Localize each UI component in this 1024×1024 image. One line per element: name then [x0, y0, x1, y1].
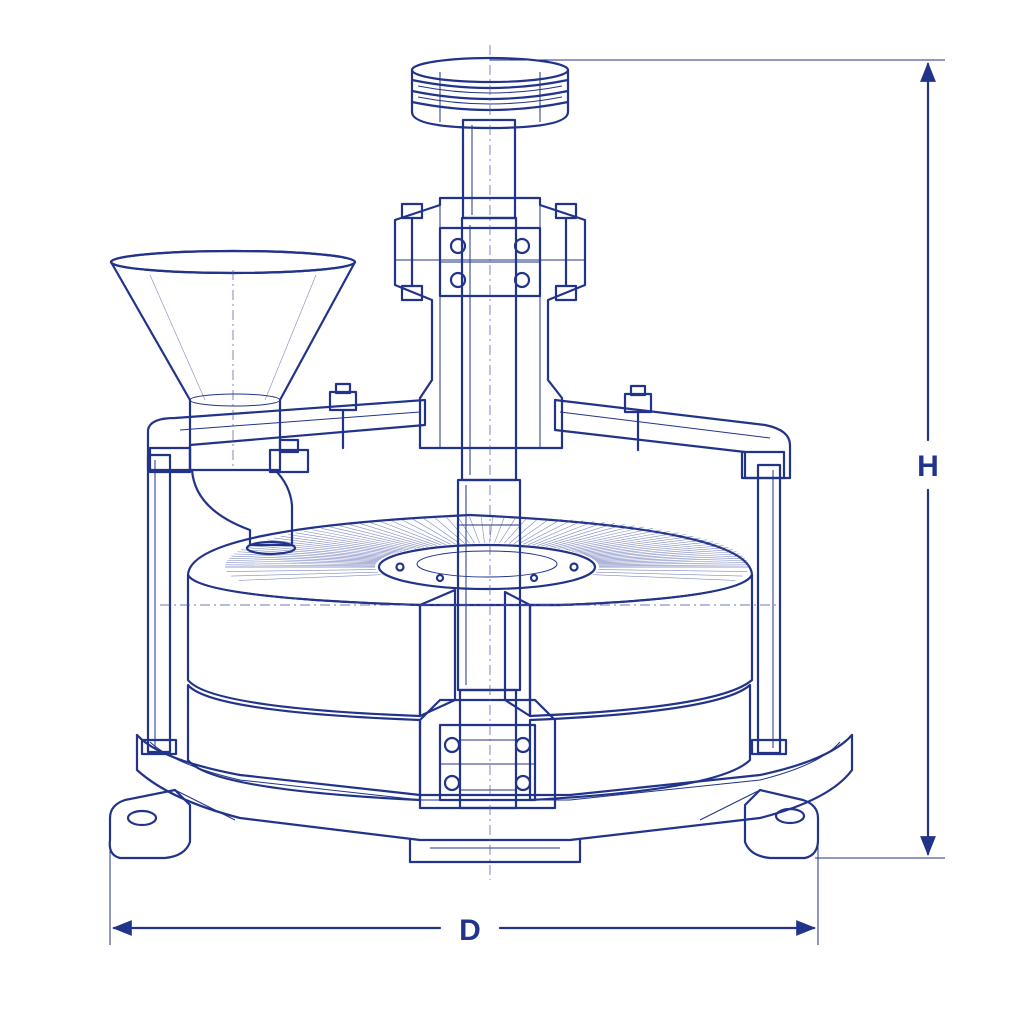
dressing-groove — [379, 521, 442, 546]
dressing-groove — [238, 574, 381, 581]
dressing-groove — [312, 529, 413, 550]
dressing-groove — [596, 555, 743, 563]
dressing-groove — [241, 549, 382, 559]
dressing-groove — [250, 545, 386, 558]
dressing-groove — [537, 522, 605, 546]
dressing-groove — [595, 553, 740, 562]
dressing-groove — [580, 539, 707, 555]
dressing-groove — [287, 534, 402, 552]
dressing-groove — [359, 523, 433, 547]
dressing-groove — [489, 516, 494, 544]
mounting-foot-right — [699, 788, 820, 860]
dressing-groove — [568, 532, 679, 551]
dressing-groove — [561, 529, 662, 550]
dressing-groove — [598, 560, 747, 565]
dressing-groove — [226, 569, 376, 572]
dressing-groove — [229, 557, 377, 564]
dressing-groove — [469, 517, 480, 544]
dressing-groove — [572, 534, 687, 552]
dressing-groove — [593, 574, 736, 581]
dressing-groove — [226, 562, 376, 566]
dressing-groove — [494, 517, 505, 544]
bridge-bolt-left — [328, 382, 358, 450]
centerlines — [160, 45, 780, 880]
dressing-groove — [553, 526, 644, 549]
dressing-groove — [598, 564, 749, 567]
dressing-groove — [321, 528, 417, 549]
dressing-groove — [578, 537, 701, 554]
dressing-groove — [541, 523, 615, 547]
dressing-groove — [549, 525, 635, 548]
dressing-groove — [480, 516, 485, 544]
dressing-groove — [528, 520, 584, 545]
diameter-dimension-label: D — [459, 914, 481, 947]
dressing-groove — [593, 551, 737, 560]
dressing-groove — [369, 522, 437, 546]
dressing-groove — [588, 545, 724, 558]
dressing-groove — [499, 517, 517, 544]
dressing-groove — [598, 562, 748, 566]
dressing-groove — [280, 535, 399, 553]
housing-bolt-left — [400, 202, 424, 302]
support-post-left — [140, 453, 178, 756]
dressing-groove — [518, 518, 562, 545]
dressing-groove — [423, 518, 461, 544]
dressing-groove — [565, 530, 671, 551]
diameter-dimension: D — [109, 835, 819, 947]
dressing-groove — [261, 541, 391, 556]
dressing-groove — [596, 571, 743, 577]
dressing-groove — [295, 532, 406, 551]
dressing-groove — [231, 555, 378, 563]
dressing-groove — [273, 537, 396, 554]
dressing-groove — [532, 521, 595, 546]
dressing-groove — [303, 530, 409, 551]
dressing-groove — [231, 571, 378, 577]
feed-hopper — [109, 249, 357, 556]
dressing-groove — [227, 560, 376, 565]
dressing-groove — [245, 547, 384, 558]
housing-bolt-right — [554, 202, 578, 302]
dressing-groove — [545, 524, 625, 547]
dressing-groove — [585, 543, 719, 557]
stone-dressing-grooves — [225, 516, 749, 581]
dressing-groove — [339, 525, 425, 548]
dressing-groove — [225, 564, 376, 567]
dressing-groove — [349, 524, 429, 547]
lower-grinding-stone — [186, 683, 752, 802]
main-spindle — [456, 118, 522, 810]
upper-bearing-housing — [393, 196, 587, 450]
bridge-arm-right — [553, 398, 792, 480]
height-dimension: H — [490, 59, 945, 859]
dressing-groove — [523, 519, 573, 545]
mounting-foot-left — [108, 788, 236, 860]
dressing-groove — [390, 520, 446, 545]
height-dimension-label: H — [917, 450, 939, 483]
dressing-groove — [434, 517, 466, 544]
dressing-groove — [592, 549, 733, 559]
dressing-groove — [597, 557, 745, 564]
dressing-groove — [401, 519, 451, 545]
dressing-groove — [583, 541, 713, 556]
dressing-groove — [330, 526, 421, 549]
dressing-groove — [234, 553, 379, 562]
upper-grinding-stone — [186, 513, 754, 718]
bridge-bolt-right — [623, 384, 653, 452]
dressing-groove — [590, 547, 729, 558]
dressing-groove — [267, 539, 394, 555]
dressing-groove — [598, 569, 748, 572]
dressing-groove — [508, 517, 540, 544]
support-post-right — [750, 463, 788, 756]
dressing-groove — [504, 517, 528, 544]
runner-flange — [377, 543, 597, 591]
dressing-groove — [557, 528, 653, 549]
dressing-groove — [575, 535, 694, 553]
dressing-groove — [412, 518, 456, 545]
